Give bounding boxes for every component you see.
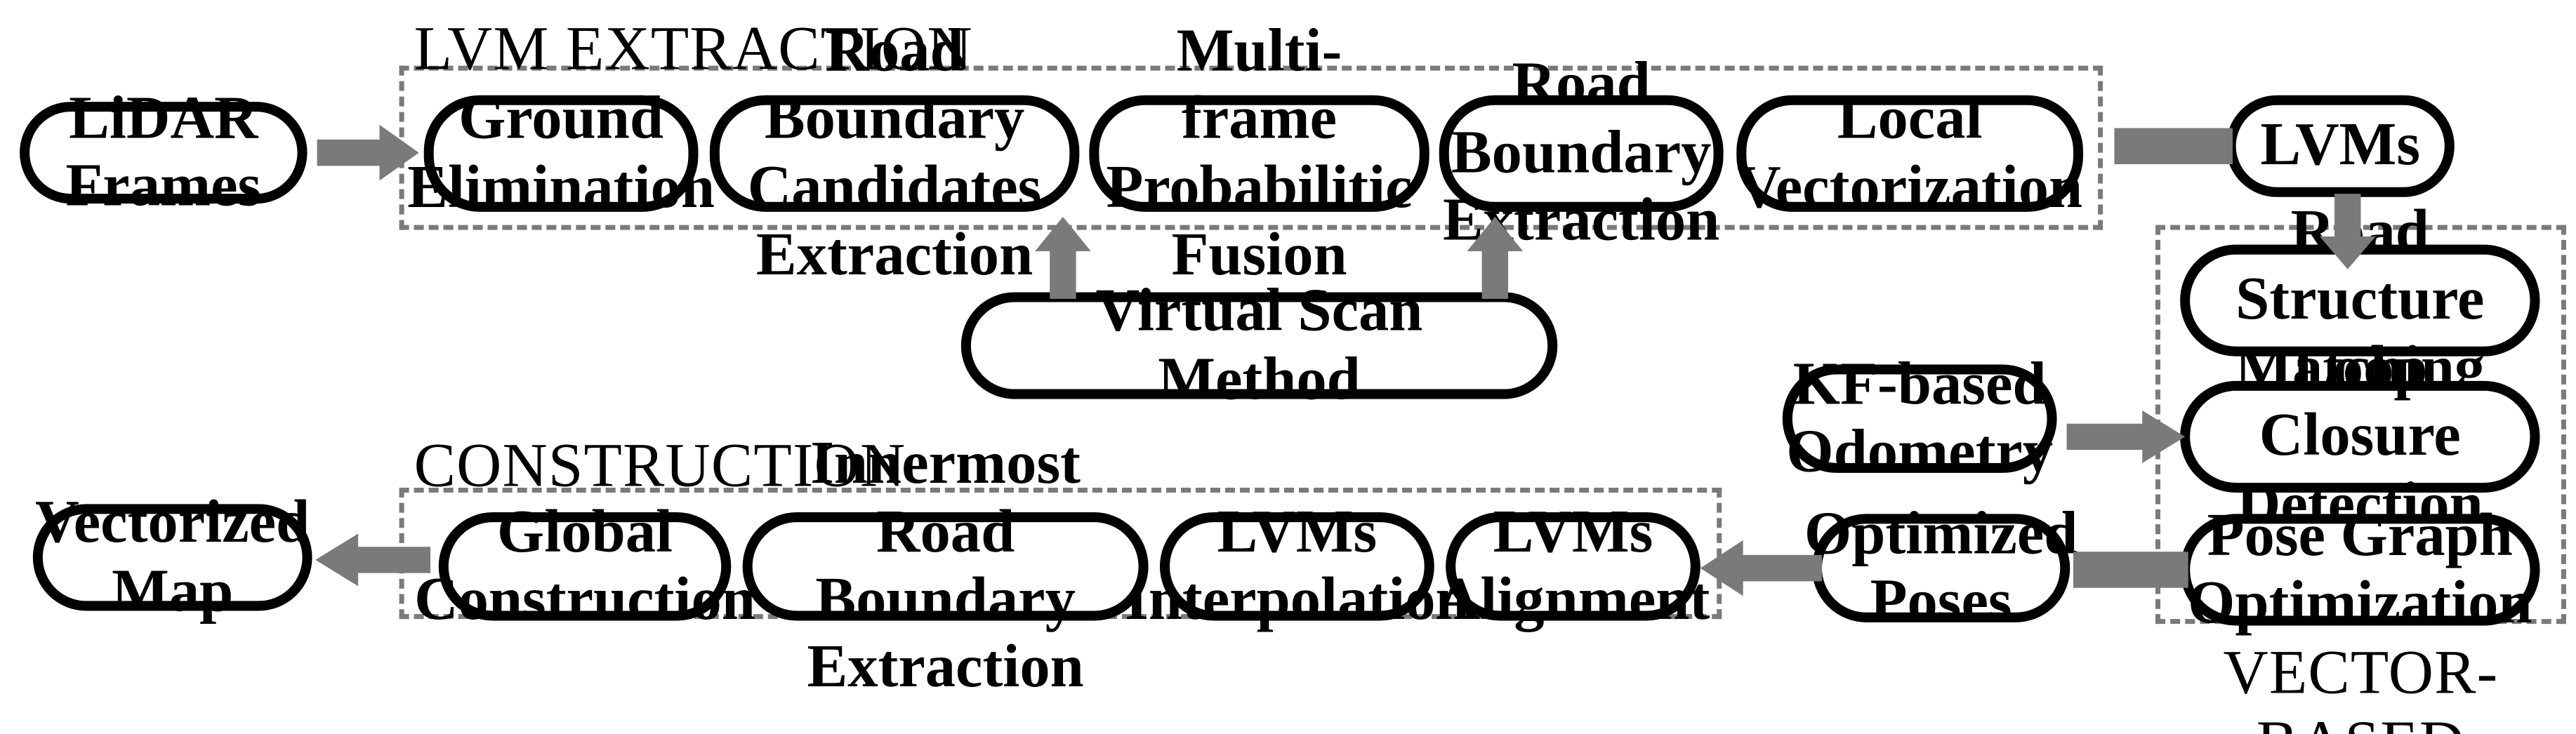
node-lvms-alignment[interactable]: LVMs Alignment	[1436, 498, 1710, 634]
arrow-virtual-scan-to-road-boundary-extraction	[1467, 216, 1524, 299]
node-innermost-road-boundary-extraction[interactable]: Innermost Road Boundary Extraction	[742, 430, 1149, 702]
node-innermost-road-boundary-extraction-label: Innermost Road Boundary Extraction	[807, 430, 1084, 702]
node-virtual-scan-method-label: Virtual Scan Method	[1095, 277, 1423, 413]
node-lidar-frames-label: LiDAR Frames	[65, 84, 262, 220]
node-road-boundary-extraction[interactable]: Road Boundary Extraction	[1439, 51, 1724, 255]
node-optimized-poses[interactable]: Optimized Poses	[1804, 500, 2078, 636]
caption-construction: CONSTRUCTION	[414, 432, 906, 501]
node-optimized-poses-label: Optimized Poses	[1804, 500, 2078, 636]
node-road-boundary-candidates-extraction[interactable]: Road Boundary Candidates Extraction	[709, 18, 1080, 289]
node-multi-frame-probabilitic-fusion[interactable]: Multi-frame Probabilitic Fusion	[1089, 18, 1429, 289]
caption-lvm-extraction: LVM EXTRACTION	[414, 15, 973, 84]
node-global-construction[interactable]: Global Construction	[414, 498, 755, 634]
arrow-lvm-extraction-to-lvms	[2114, 128, 2233, 164]
node-lvms-label: LVMs	[2260, 112, 2421, 180]
node-lidar-frames[interactable]: LiDAR Frames	[20, 85, 308, 220]
arrow-pose-graph-to-optimized-poses	[2073, 552, 2188, 588]
node-global-construction-label: Global Construction	[414, 498, 755, 634]
node-pose-graph-optimization-label: Pose Graph Optimization	[2188, 501, 2532, 637]
node-pose-graph-optimization[interactable]: Pose Graph Optimization	[2180, 502, 2540, 637]
node-local-vectorization[interactable]: Local Vectorization	[1736, 86, 2084, 221]
caption-vector-based-slam: VECTOR-BASED SLAM	[2223, 639, 2499, 734]
node-local-vectorization-label: Local Vectorization	[1737, 85, 2083, 221]
node-ground-elimination-label: Ground Elimination	[407, 85, 715, 221]
arrow-optimized-poses-to-lvms-alignment	[1700, 540, 1822, 596]
arrow-odometry-to-loop-closure	[2066, 410, 2186, 463]
arrow-construction-to-vectorized-map	[315, 533, 431, 587]
node-lvms-interpolation-label: LVMs Interpolation	[1125, 498, 1469, 634]
node-lvms-interpolation[interactable]: LVMs Interpolation	[1125, 498, 1469, 634]
node-kf-based-odometry[interactable]: KF-based Odometry	[1782, 351, 2057, 486]
node-ground-elimination[interactable]: Ground Elimination	[407, 86, 715, 221]
node-loop-closure-detection[interactable]: Loop Closure Detection	[2180, 335, 2540, 538]
arrow-virtual-scan-to-candidates	[1035, 216, 1091, 299]
arrow-lvms-to-slam	[2319, 194, 2376, 269]
node-vectorized-map[interactable]: Vectorized Map	[32, 489, 312, 625]
node-lvms[interactable]: LVMs	[2226, 95, 2455, 197]
node-road-boundary-extraction-label: Road Boundary Extraction	[1443, 51, 1720, 255]
arrow-lidar-to-ground-elimination	[317, 124, 419, 181]
node-road-boundary-candidates-extraction-label: Road Boundary Candidates Extraction	[747, 17, 1042, 289]
node-multi-frame-probabilitic-fusion-label: Multi-frame Probabilitic Fusion	[1106, 17, 1413, 289]
node-virtual-scan-method[interactable]: Virtual Scan Method	[960, 278, 1558, 413]
node-lvms-alignment-label: LVMs Alignment	[1436, 498, 1710, 634]
node-kf-based-odometry-label: KF-based Odometry	[1786, 350, 2054, 486]
node-vectorized-map-label: Vectorized Map	[35, 489, 310, 625]
